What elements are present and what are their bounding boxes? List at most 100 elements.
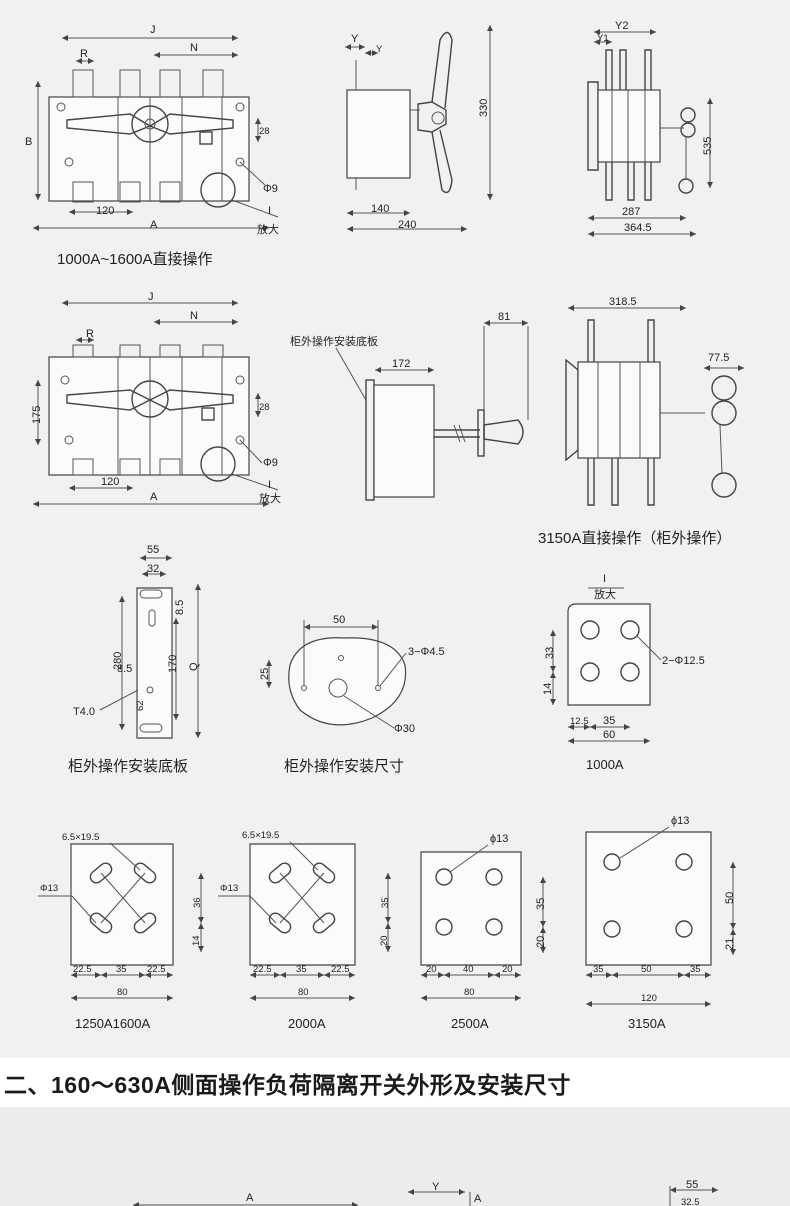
svg-text:35: 35 bbox=[603, 715, 615, 727]
svg-text:Φ9: Φ9 bbox=[263, 457, 278, 469]
svg-text:81: 81 bbox=[498, 311, 510, 323]
caption-2000a: 2000A bbox=[288, 1016, 326, 1031]
section-heading: 二、160～630A侧面操作负荷隔离开关外形及安装尺寸 bbox=[4, 1072, 571, 1098]
svg-text:放大: 放大 bbox=[259, 491, 281, 505]
fig-front-view-1000a: J N R B 120 A 28 Φ9 I 放大 bbox=[25, 24, 279, 236]
svg-text:20: 20 bbox=[379, 935, 390, 946]
svg-text:A: A bbox=[246, 1192, 254, 1204]
svg-text:Y2: Y2 bbox=[615, 20, 628, 32]
svg-text:B: B bbox=[25, 136, 32, 148]
svg-text:25: 25 bbox=[259, 668, 271, 680]
svg-text:55: 55 bbox=[147, 544, 159, 556]
svg-text:ϕ13: ϕ13 bbox=[490, 833, 508, 845]
svg-text:318.5: 318.5 bbox=[609, 296, 637, 308]
svg-text:20: 20 bbox=[535, 936, 547, 948]
svg-text:22.5: 22.5 bbox=[147, 964, 166, 975]
svg-text:22.5: 22.5 bbox=[73, 964, 92, 975]
svg-text:35: 35 bbox=[296, 964, 307, 975]
svg-text:R: R bbox=[86, 328, 94, 340]
svg-text:120: 120 bbox=[101, 476, 119, 488]
svg-text:22.5: 22.5 bbox=[253, 964, 272, 975]
svg-text:28: 28 bbox=[259, 126, 270, 137]
svg-text:8.5: 8.5 bbox=[117, 663, 132, 675]
svg-text:T4.0: T4.0 bbox=[73, 706, 95, 718]
svg-text:33: 33 bbox=[544, 647, 556, 659]
svg-text:A: A bbox=[150, 219, 158, 231]
svg-text:50: 50 bbox=[333, 614, 345, 626]
svg-text:8.5: 8.5 bbox=[174, 600, 186, 615]
svg-text:6.5×19.5: 6.5×19.5 bbox=[62, 832, 99, 843]
caption-direct-1000-1600: 1000A~1600A直接操作 bbox=[57, 251, 213, 268]
svg-text:I: I bbox=[603, 573, 606, 585]
svg-text:Y1: Y1 bbox=[597, 33, 609, 44]
svg-text:50: 50 bbox=[724, 892, 736, 904]
fig-2000-holes: 6.5×19.5 Φ13 35 20 22.5 35 22.5 80 bbox=[218, 830, 391, 1001]
svg-text:55: 55 bbox=[686, 1179, 698, 1191]
svg-text:Q: Q bbox=[188, 662, 200, 671]
svg-text:21: 21 bbox=[724, 938, 736, 950]
fig-2500-holes: ϕ13 35 20 20 40 20 80 bbox=[420, 833, 547, 1001]
svg-text:Y: Y bbox=[432, 1181, 440, 1193]
caption-mount-size: 柜外操作安装尺寸 bbox=[284, 758, 405, 775]
svg-text:240: 240 bbox=[398, 219, 416, 231]
svg-text:35: 35 bbox=[380, 897, 391, 908]
svg-text:放大: 放大 bbox=[257, 222, 279, 236]
svg-text:I: I bbox=[268, 205, 271, 217]
fig-bottom-partial: A Y A 55 32.5 bbox=[133, 1179, 718, 1206]
svg-text:330: 330 bbox=[478, 99, 490, 117]
svg-text:Φ13: Φ13 bbox=[40, 883, 58, 894]
svg-text:柜外操作安装底板: 柜外操作安装底板 bbox=[290, 334, 378, 348]
svg-text:280: 280 bbox=[112, 652, 124, 670]
svg-text:50: 50 bbox=[641, 964, 652, 975]
svg-text:60: 60 bbox=[603, 729, 615, 741]
svg-text:R: R bbox=[80, 48, 88, 60]
svg-text:140: 140 bbox=[371, 203, 389, 215]
fig-mount-plate: 55 32 280 170 Q 8.5 8.5 T4.0 62 bbox=[73, 544, 201, 739]
svg-text:35: 35 bbox=[690, 964, 701, 975]
caption-mount-plate: 柜外操作安装底板 bbox=[68, 758, 189, 775]
svg-text:J: J bbox=[150, 24, 156, 36]
svg-text:35: 35 bbox=[535, 898, 547, 910]
svg-text:放大: 放大 bbox=[594, 587, 616, 601]
svg-text:80: 80 bbox=[298, 987, 309, 998]
heading-band bbox=[0, 1058, 790, 1107]
svg-text:80: 80 bbox=[117, 987, 128, 998]
svg-text:A: A bbox=[474, 1193, 482, 1205]
svg-text:20: 20 bbox=[426, 964, 437, 975]
svg-text:Y: Y bbox=[376, 44, 383, 55]
svg-text:80: 80 bbox=[464, 987, 475, 998]
svg-text:Φ30: Φ30 bbox=[394, 723, 415, 735]
caption-3150a: 3150A bbox=[628, 1016, 666, 1031]
svg-text:535: 535 bbox=[702, 137, 714, 155]
fig-1000a-holes: I 放大 2−Φ12.5 33 14 12.5 35 60 bbox=[542, 573, 705, 744]
svg-text:35: 35 bbox=[116, 964, 127, 975]
svg-text:35: 35 bbox=[593, 964, 604, 975]
svg-text:32.5: 32.5 bbox=[681, 1197, 700, 1206]
fig-side-view-1000a: Y Y 330 140 240 bbox=[345, 25, 493, 232]
caption-1000a: 1000A bbox=[586, 757, 624, 772]
svg-text:Φ13: Φ13 bbox=[220, 883, 238, 894]
svg-text:3−Φ4.5: 3−Φ4.5 bbox=[408, 646, 445, 658]
svg-text:I: I bbox=[268, 479, 271, 491]
svg-text:62: 62 bbox=[135, 700, 146, 711]
svg-text:172: 172 bbox=[392, 358, 410, 370]
svg-text:2−Φ12.5: 2−Φ12.5 bbox=[662, 655, 705, 667]
svg-text:175: 175 bbox=[31, 406, 43, 424]
svg-text:170: 170 bbox=[167, 655, 179, 673]
svg-text:6.5×19.5: 6.5×19.5 bbox=[242, 830, 279, 841]
svg-text:20: 20 bbox=[502, 964, 513, 975]
svg-text:287: 287 bbox=[622, 206, 640, 218]
svg-text:120: 120 bbox=[641, 993, 657, 1004]
svg-text:28: 28 bbox=[259, 402, 270, 413]
fig-3150-holes: ϕ13 50 21 35 50 35 120 bbox=[585, 815, 736, 1007]
svg-text:77.5: 77.5 bbox=[708, 352, 729, 364]
svg-text:N: N bbox=[190, 42, 198, 54]
drawing-panel-bottom bbox=[0, 1107, 790, 1206]
caption-direct-3150: 3150A直接操作（柜外操作） bbox=[538, 530, 732, 547]
svg-text:Φ9: Φ9 bbox=[263, 183, 278, 195]
svg-text:A: A bbox=[150, 491, 158, 503]
svg-text:32: 32 bbox=[147, 563, 159, 575]
fig-1250-1600-holes: 6.5×19.5 Φ13 36 14 22.5 35 22.5 80 bbox=[38, 832, 204, 1001]
svg-text:40: 40 bbox=[463, 964, 474, 975]
